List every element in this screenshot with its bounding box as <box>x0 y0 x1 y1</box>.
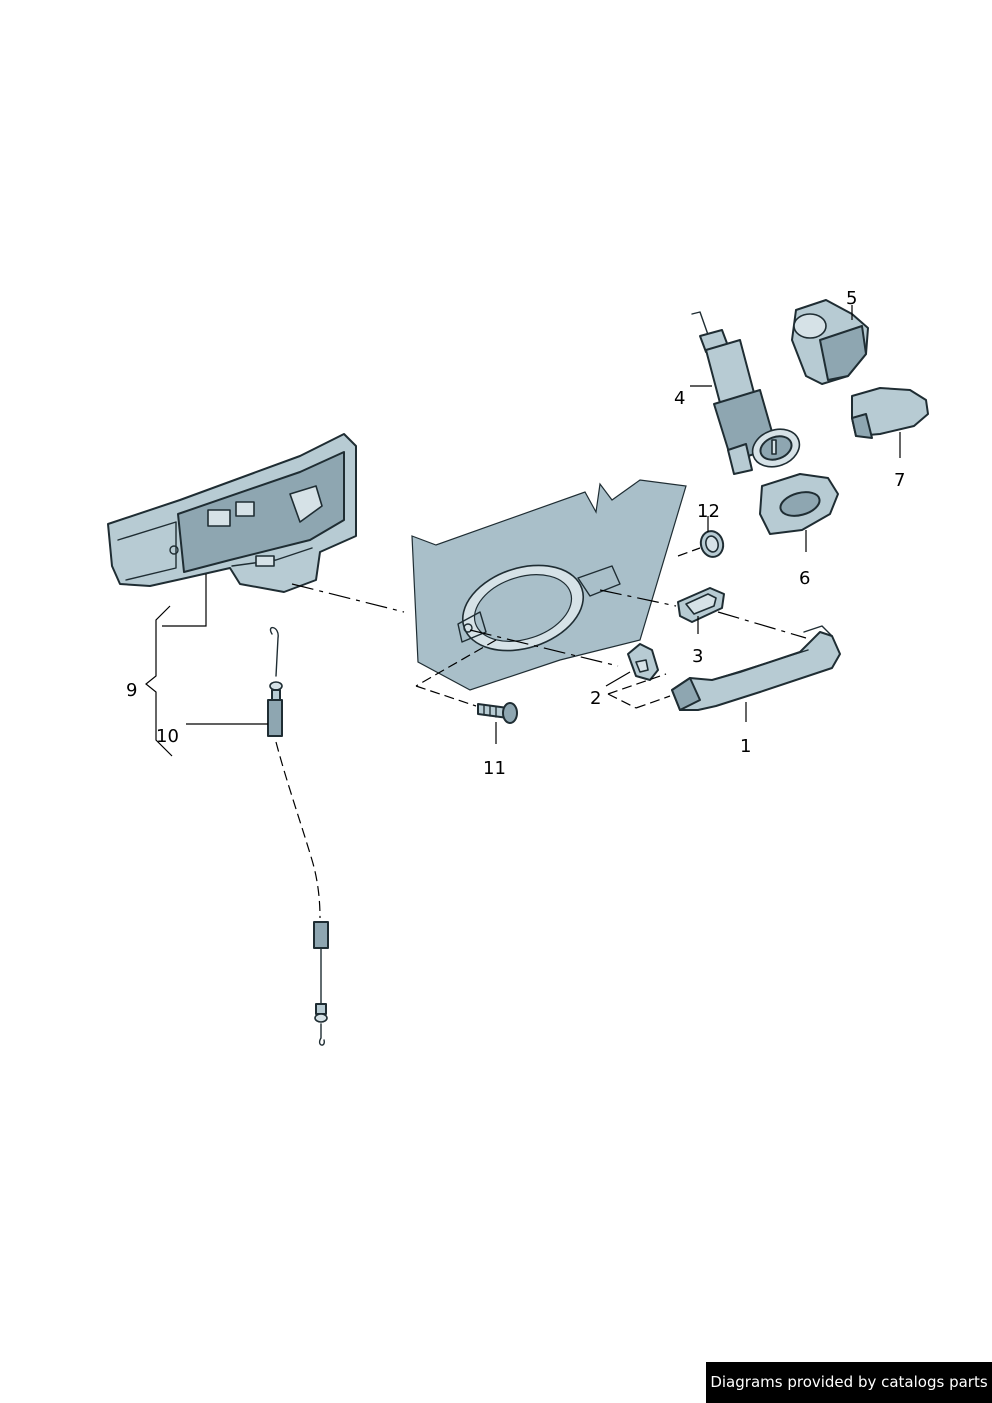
bowden-cable <box>267 627 329 1046</box>
leader-lines <box>145 305 901 757</box>
assembly-lines <box>291 547 807 709</box>
callout-2: 2 <box>590 688 601 709</box>
callout-7: 7 <box>894 470 905 491</box>
door-panel <box>411 479 687 691</box>
trim-cover <box>759 473 839 535</box>
retainer-clip <box>627 643 659 681</box>
callout-10: 10 <box>156 726 179 747</box>
callout-5: 5 <box>846 288 857 309</box>
screw <box>477 702 518 724</box>
callout-4: 4 <box>674 388 685 409</box>
callout-6: 6 <box>799 568 810 589</box>
callout-labels: 1 2 3 4 5 6 7 9 10 11 12 <box>126 288 905 779</box>
lock-cylinder <box>691 311 801 475</box>
grip-handle <box>671 625 841 711</box>
o-ring <box>699 530 725 558</box>
callout-11: 11 <box>483 758 506 779</box>
callout-9: 9 <box>126 680 137 701</box>
watermark-banner: Diagrams provided by catalogs parts <box>706 1362 992 1403</box>
end-cap <box>851 387 929 439</box>
callout-1: 1 <box>740 736 751 757</box>
end-cap-lock <box>791 299 869 385</box>
handle-seal <box>677 587 725 623</box>
callout-12: 12 <box>697 501 720 522</box>
handle-carrier <box>107 433 357 593</box>
callout-3: 3 <box>692 646 703 667</box>
